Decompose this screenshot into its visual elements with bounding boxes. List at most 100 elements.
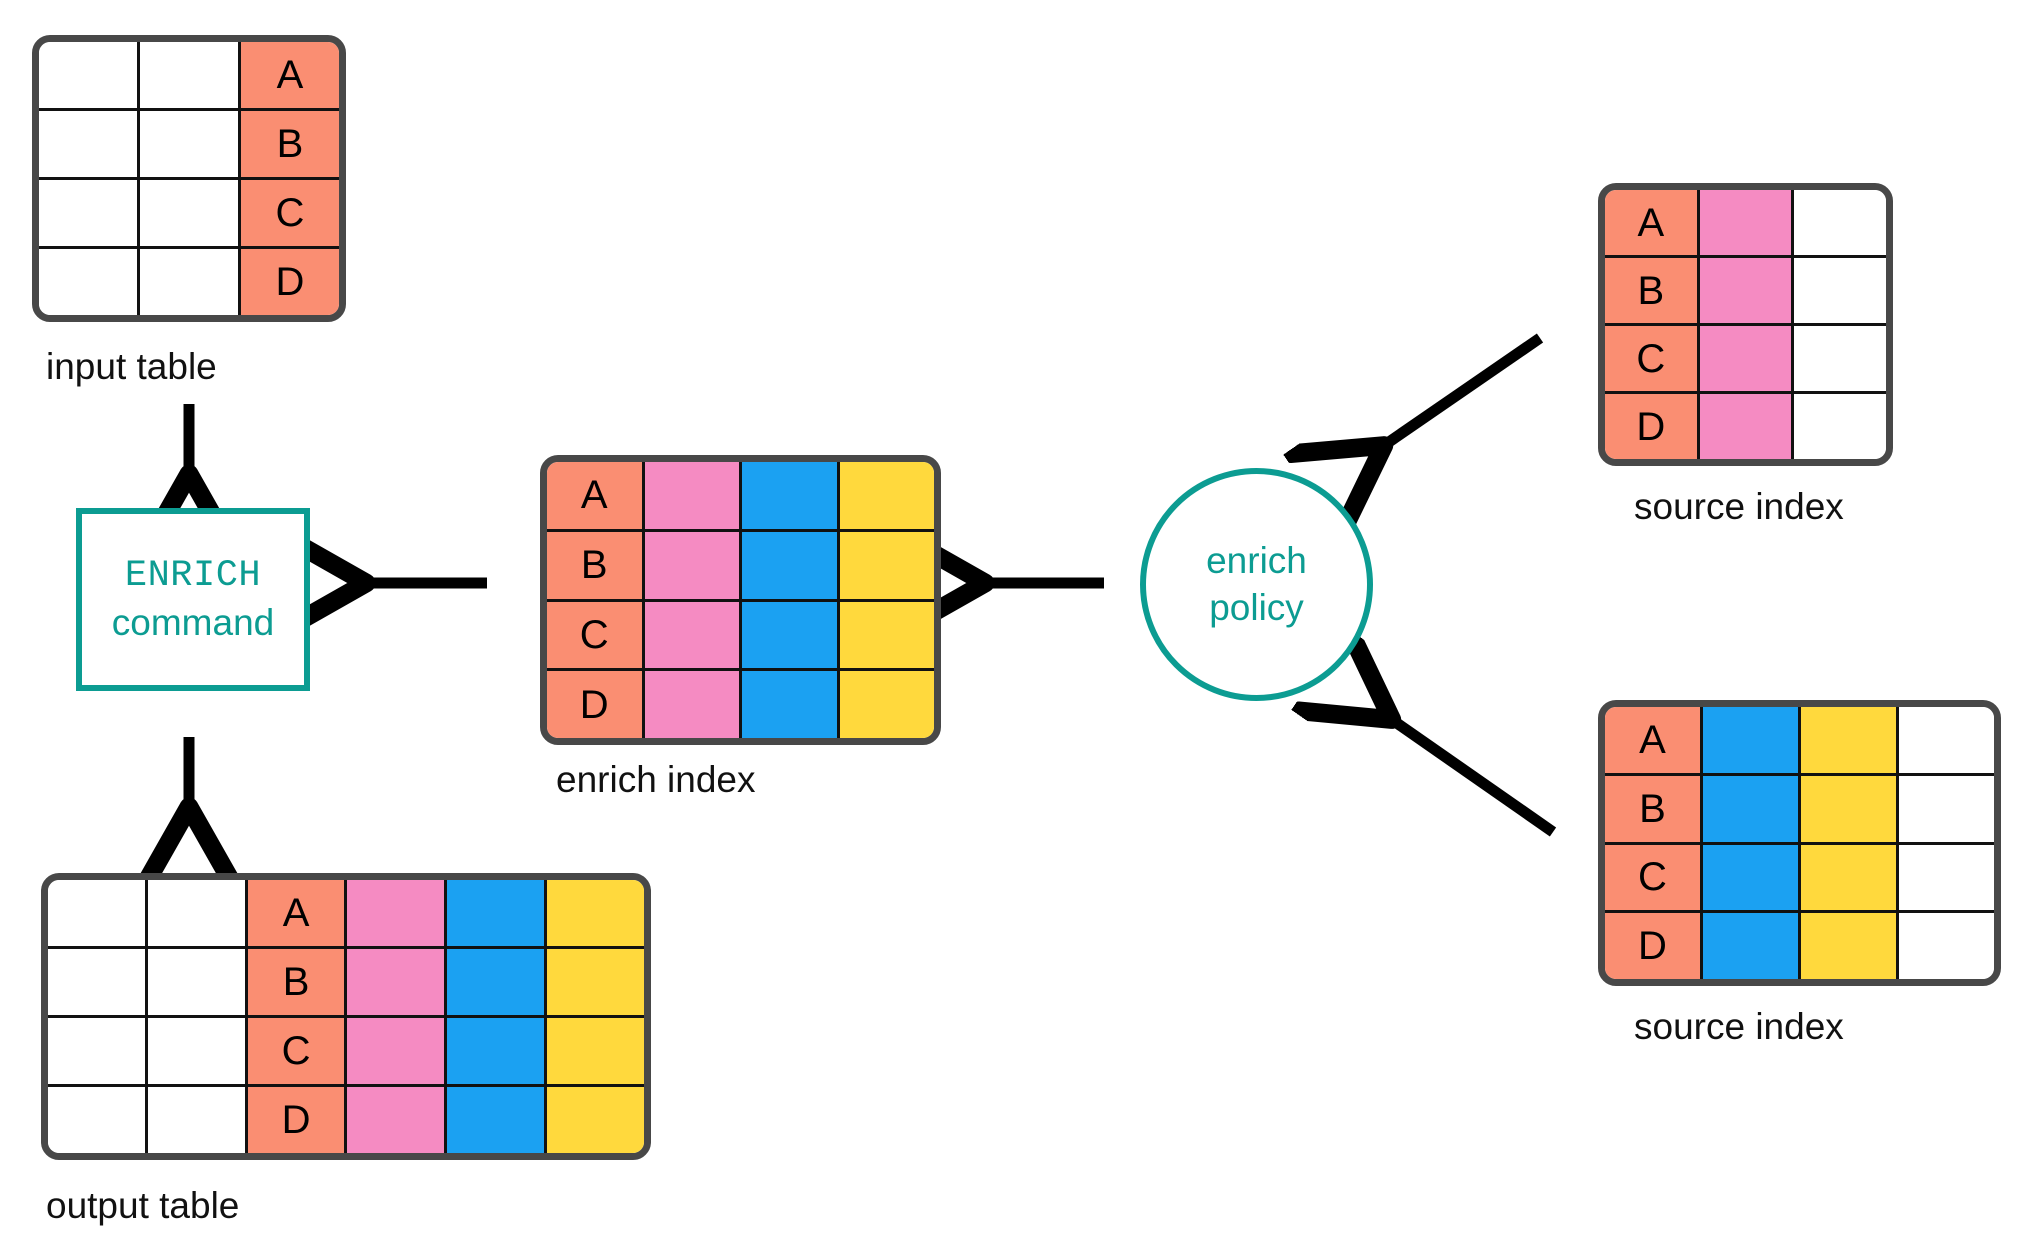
output-table-caption: output table	[46, 1185, 240, 1226]
table-row: A	[1605, 707, 1994, 773]
table-row: C	[1605, 323, 1886, 391]
table-cell	[48, 1087, 145, 1153]
source-index-top-caption: source index	[1634, 486, 1844, 527]
table-cell	[836, 531, 934, 599]
table-cell	[1696, 326, 1792, 391]
table-cell	[137, 111, 238, 177]
table-cell: C	[1605, 326, 1697, 391]
table-cell: A	[1605, 190, 1697, 255]
enrich-command-keyword: ENRICH	[124, 554, 262, 597]
table-row: C	[48, 1015, 644, 1084]
table-row: C	[1605, 841, 1994, 911]
table-cell: C	[1605, 844, 1700, 911]
table-cell	[1798, 913, 1896, 979]
table-cell	[39, 249, 137, 315]
source-index-bottom-caption: source index	[1634, 1006, 1844, 1047]
source-index-top-table: A B C D	[1598, 183, 1893, 466]
table-cell	[1696, 394, 1792, 459]
table-cell	[641, 601, 739, 669]
table-row: B	[1605, 772, 1994, 842]
table-row: B	[547, 528, 934, 599]
enrich-index-caption: enrich index	[556, 759, 756, 800]
table-row: D	[547, 668, 934, 738]
enrich-command-label: command	[111, 601, 275, 643]
table-cell	[836, 601, 934, 669]
table-row: D	[1605, 391, 1886, 459]
table-cell	[444, 949, 545, 1015]
table-cell	[1798, 775, 1896, 842]
table-cell: B	[244, 949, 345, 1015]
table-cell	[1791, 326, 1886, 391]
table-row: D	[48, 1084, 644, 1153]
table-cell: D	[244, 1087, 345, 1153]
table-cell	[144, 949, 245, 1015]
table-cell	[641, 531, 739, 599]
table-cell	[739, 601, 837, 669]
enrich-policy-circle[interactable]: enrich policy	[1140, 468, 1373, 701]
table-cell	[1896, 913, 1994, 979]
table-cell: B	[1605, 775, 1700, 842]
table-cell	[1696, 190, 1792, 255]
table-cell	[137, 180, 238, 246]
table-cell	[444, 880, 545, 946]
input-table: A B C D	[32, 35, 346, 322]
table-cell	[144, 1087, 245, 1153]
table-cell: A	[238, 42, 339, 108]
table-cell: C	[547, 601, 642, 669]
table-cell	[39, 180, 137, 246]
table-cell	[1700, 913, 1798, 979]
table-cell	[39, 42, 137, 108]
table-cell	[1700, 707, 1798, 773]
enrich-index-table: A B C D	[540, 455, 941, 745]
table-cell	[144, 1018, 245, 1084]
enrich-command-box[interactable]: ENRICH command	[76, 508, 310, 691]
table-cell: A	[1605, 707, 1700, 773]
table-cell	[739, 531, 837, 599]
output-table: A B C D	[41, 873, 651, 1160]
table-cell	[344, 949, 445, 1015]
enrich-policy-line1: enrich	[1206, 540, 1307, 582]
table-cell	[1896, 844, 1994, 911]
table-cell: B	[1605, 258, 1697, 323]
table-cell	[641, 671, 739, 738]
table-row: D	[39, 246, 339, 315]
table-cell	[1791, 394, 1886, 459]
table-row: C	[547, 598, 934, 669]
enrich-policy-line2: policy	[1209, 586, 1304, 628]
table-cell: A	[547, 462, 642, 529]
table-cell	[48, 949, 145, 1015]
table-cell: B	[547, 531, 642, 599]
table-row: A	[1605, 190, 1886, 255]
table-cell: D	[547, 671, 642, 738]
table-cell	[544, 880, 644, 946]
table-cell	[137, 249, 238, 315]
table-cell	[1791, 190, 1886, 255]
table-cell	[544, 949, 644, 1015]
table-cell	[544, 1018, 644, 1084]
table-cell	[836, 671, 934, 738]
table-cell: D	[238, 249, 339, 315]
table-row: B	[1605, 255, 1886, 323]
table-cell	[1700, 844, 1798, 911]
table-row: A	[48, 880, 644, 946]
table-cell	[1798, 707, 1896, 773]
table-cell	[836, 462, 934, 529]
arrow-source-index-bottom-to-policy	[1381, 712, 1557, 837]
table-cell	[344, 1018, 445, 1084]
table-cell	[739, 462, 837, 529]
table-cell: C	[244, 1018, 345, 1084]
table-cell	[444, 1087, 545, 1153]
table-cell	[344, 1087, 445, 1153]
table-cell	[1791, 258, 1886, 323]
table-cell	[1896, 707, 1994, 773]
table-row: B	[39, 108, 339, 177]
table-cell: D	[1605, 394, 1697, 459]
table-row: A	[39, 42, 339, 108]
arrow-source-index-top-to-policy	[1373, 333, 1544, 453]
table-cell: A	[244, 880, 345, 946]
table-cell	[739, 671, 837, 738]
table-row: A	[547, 462, 934, 529]
table-cell	[48, 880, 145, 946]
table-cell	[1896, 775, 1994, 842]
